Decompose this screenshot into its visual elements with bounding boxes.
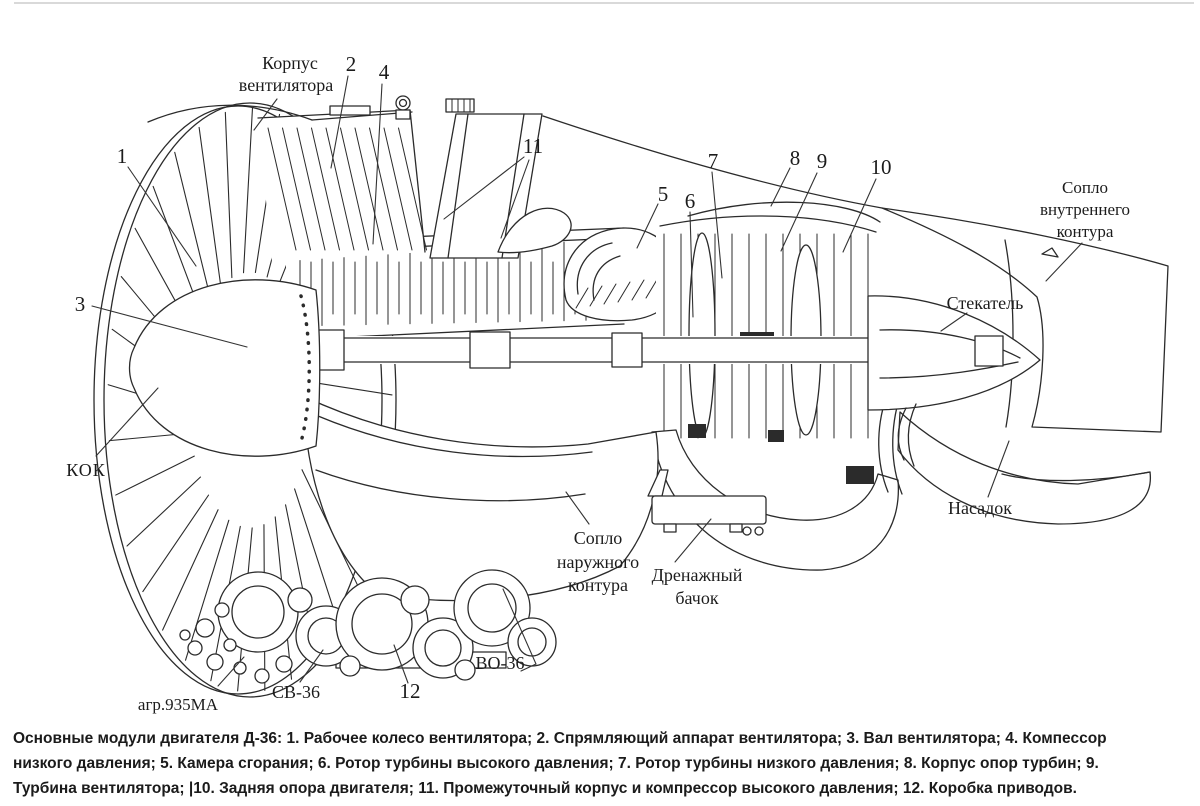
label-sv-36: СВ-36 [272,682,320,702]
fan-stator-vanes [257,109,427,262]
engine-diagram: Корпус вентилятора 1 2 3 4 5 6 7 8 9 10 … [66,52,1169,714]
callout-2: 2 [346,52,357,76]
inner-nozzle [881,207,1169,433]
spinner-cone [128,279,321,457]
nozzle-sleeve [897,403,1151,525]
label-fan-case-line2: вентилятора [239,75,333,95]
label-nozzle-sleeve: Насадок [948,498,1012,518]
callout-12: 12 [400,679,421,703]
label-tail-cone: Стекатель [947,293,1024,313]
label-fan-case-line1: Корпус [262,53,318,73]
combustor [563,227,680,322]
callout-10: 10 [871,155,892,179]
fan-casing [147,104,413,123]
callout-11: 11 [523,134,543,158]
caption-line-2: низкого давления; 5. Камера сгорания; 6.… [13,755,1099,772]
accessory-gearbox [179,569,557,684]
callout-5: 5 [658,182,669,206]
label-outer-nozzle-line3: контура [568,575,628,595]
label-drain-tank-line2: бачок [675,588,718,608]
scan-edge-line [14,2,1194,4]
callout-8: 8 [790,146,801,170]
label-outer-nozzle-line2: наружного [557,552,639,572]
caption-line-3: Турбина вентилятора; |10. Задняя опора д… [13,780,1077,797]
callout-7: 7 [708,149,719,173]
label-spinner: КОК [66,460,106,480]
callout-4: 4 [379,60,390,84]
label-inner-nozzle-line1: Сопло [1062,178,1108,197]
engine-diagram-svg: Корпус вентилятора 1 2 3 4 5 6 7 8 9 10 … [66,52,1169,714]
tail-cone [867,295,1041,411]
fan-rim [93,102,397,698]
leader-lines [91,75,1083,687]
callout-9: 9 [817,149,828,173]
caption-line-1: Основные модули двигателя Д-36: 1. Рабоч… [13,730,1107,747]
drain-tank [647,469,767,536]
callout-6: 6 [685,189,696,213]
label-inner-nozzle-line3: контура [1057,222,1114,241]
fan-shaft [291,329,905,371]
label-vo-36: ВО-36 [476,653,525,673]
label-agr-935ma: агр.935МА [138,695,219,714]
callout-3: 3 [75,292,86,316]
label-drain-tank-line1: Дренажный [652,565,743,585]
label-outer-nozzle-line1: Сопло [574,528,623,548]
callout-1: 1 [117,144,128,168]
caption: Основные модули двигателя Д-36: 1. Рабоч… [13,726,1195,801]
outer-duct [302,395,659,602]
label-inner-nozzle-line2: внутреннего [1040,200,1130,219]
